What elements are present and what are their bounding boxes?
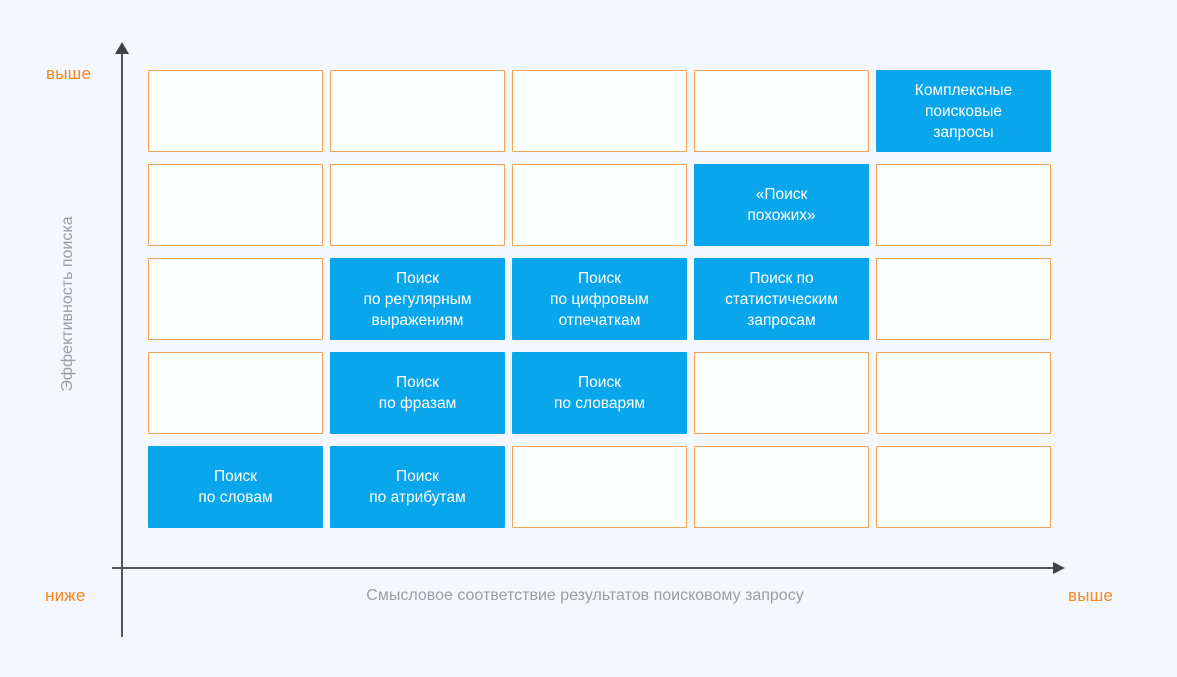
search-type-tile: «Поиск похожих» [694,164,869,246]
search-type-tile: Поиск по регулярным выражениям [330,258,505,340]
empty-cell [876,446,1051,528]
x-axis-line [112,567,1056,569]
y-axis-arrow-up-icon [115,42,129,54]
x-axis-left-label: ниже [45,586,86,605]
search-type-tile: Поиск по цифровым отпечаткам [512,258,687,340]
search-type-tile: Поиск по словарям [512,352,687,434]
y-axis-line [121,48,123,637]
empty-cell [512,164,687,246]
empty-cell [148,352,323,434]
empty-cell [876,352,1051,434]
empty-cell [330,164,505,246]
search-type-tile: Поиск по статистическим запросам [694,258,869,340]
x-axis-title: Смысловое соответствие результатов поиск… [366,587,804,604]
x-axis-arrow-right-icon [1053,562,1065,574]
search-type-tile: Поиск по фразам [330,352,505,434]
empty-cell [876,258,1051,340]
search-type-tile: Поиск по атрибутам [330,446,505,528]
empty-cell [512,70,687,152]
empty-cell [148,70,323,152]
empty-cell [512,446,687,528]
empty-cell [330,70,505,152]
matrix-grid: Комплексные поисковые запросы«Поиск похо… [148,70,1051,528]
y-axis-top-label: выше [46,64,92,83]
x-axis-right-label: выше [1068,586,1114,605]
empty-cell [148,258,323,340]
empty-cell [876,164,1051,246]
search-type-tile: Поиск по словам [148,446,323,528]
empty-cell [694,446,869,528]
y-axis-title: Эффективность поиска [59,216,76,392]
search-type-tile: Комплексные поисковые запросы [876,70,1051,152]
empty-cell [694,352,869,434]
empty-cell [694,70,869,152]
empty-cell [148,164,323,246]
